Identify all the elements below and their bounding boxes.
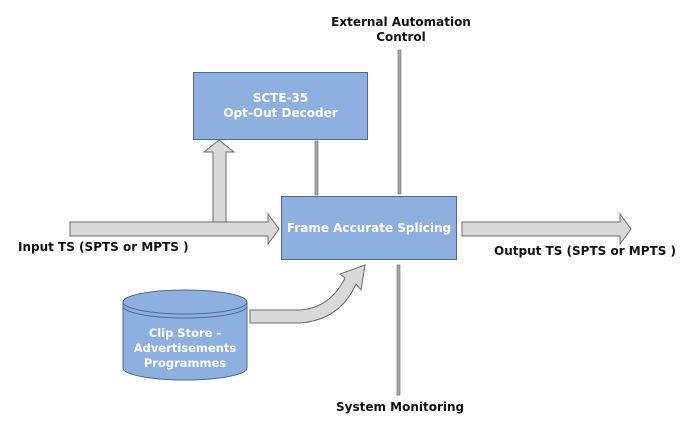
frame-accurate-splicing-box: Frame Accurate Splicing xyxy=(281,196,457,260)
scte35-up-arrow xyxy=(202,139,236,223)
external-line1: External Automation xyxy=(331,15,471,29)
clip-store-label: Clip Store - Advertisements Programmes xyxy=(123,326,247,371)
monitoring-line xyxy=(396,264,401,396)
clip-store-line2: Advertisements xyxy=(133,341,237,355)
clip-store-line1: Clip Store - xyxy=(148,326,222,340)
scte35-decoder-box: SCTE-35 Opt-Out Decoder xyxy=(193,72,368,140)
external-automation-label: External Automation Control xyxy=(316,15,486,45)
clip-store-curved-arrow xyxy=(249,264,366,324)
external-control-line xyxy=(397,49,402,195)
clip-store-cylinder xyxy=(122,289,248,381)
system-monitoring-label: System Monitoring xyxy=(336,400,465,414)
output-ts-label: Output TS (SPTS or MPTS ) xyxy=(494,244,677,258)
clip-store-line3: Programmes xyxy=(143,356,227,370)
splicer-label: Frame Accurate Splicing xyxy=(286,220,452,235)
scte35-line2: Opt-Out Decoder xyxy=(223,106,338,120)
scte35-line1: SCTE-35 xyxy=(252,91,309,105)
external-line2: Control xyxy=(376,30,426,44)
output-arrow xyxy=(461,212,632,246)
input-arrow xyxy=(69,212,280,246)
input-ts-label: Input TS (SPTS or MPTS ) xyxy=(18,240,189,254)
scte35-to-splicer-line xyxy=(314,140,319,196)
